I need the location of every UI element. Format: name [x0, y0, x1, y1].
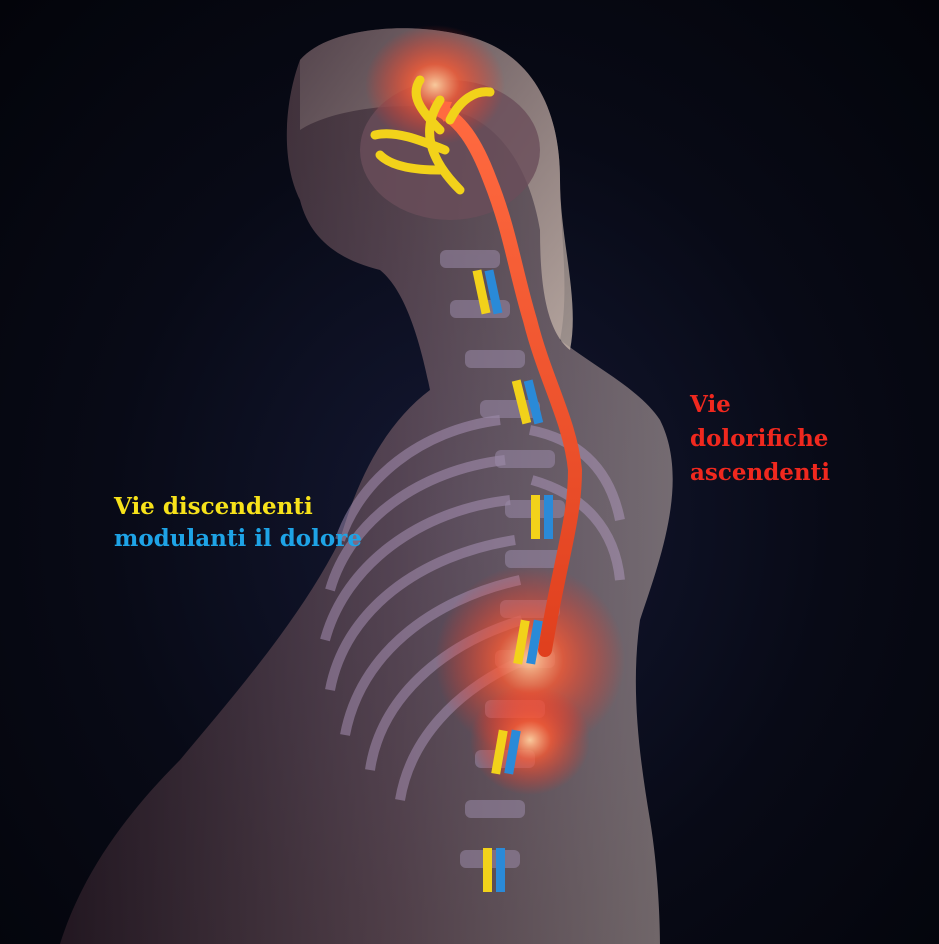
- ascending-pathways-label-end: ascendenti: [690, 458, 830, 488]
- ascending-pathways-label-mid: dolorifiche: [690, 424, 828, 454]
- ascending-pathways-label: Vie: [690, 390, 731, 420]
- pain-glow-lower-back: [470, 685, 590, 795]
- descending-pathways-label-sub: modulanti il dolore: [114, 524, 362, 554]
- descending-pathways-label: Vie discendenti: [114, 492, 313, 522]
